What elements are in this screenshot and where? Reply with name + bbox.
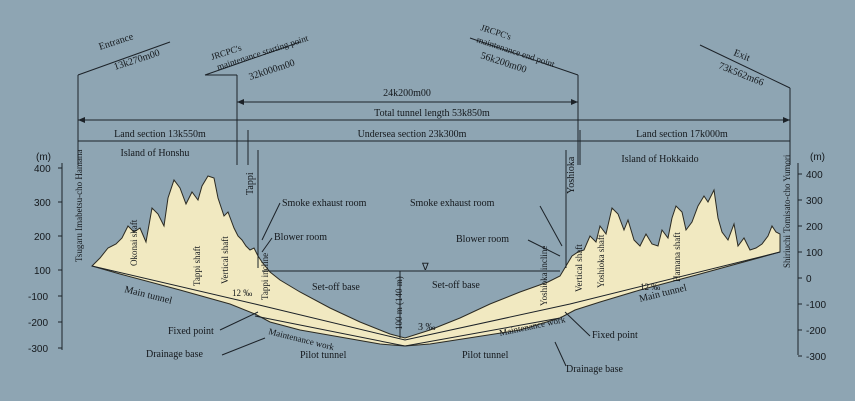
start-point-pointer (204, 41, 301, 76)
left-place-label: Tsugaru Imabetsu-cho Hamana (74, 150, 84, 262)
pilot-tunnel-line (254, 315, 561, 347)
maintenance-length-label: 24k200m00 (383, 88, 431, 99)
sea-level-mark: ∇ (421, 262, 429, 273)
left-elevation-axis: (m) 400 300 200 100 0 -100 -200 -300 Tsu… (28, 150, 84, 355)
left-tick-400: 400 (34, 164, 51, 175)
drainage-base-right: Drainage base (566, 364, 623, 375)
start-point-km: 32k000m00 (248, 58, 297, 83)
vertical-shaft-yoshioka: Vertical shaft (574, 244, 584, 292)
fixed-point-left: Fixed point (168, 326, 214, 337)
island-honshu-label: Island of Honshu (121, 148, 190, 159)
total-length-label: Total tunnel length 53k850m (374, 108, 490, 119)
left-tick-300: 300 (34, 198, 51, 209)
right-place-label: Shiriuchi Tomisato-cho Yumori (782, 154, 792, 268)
left-tick-100: 100 (34, 266, 51, 277)
maintenance-length-dimension: 24k200m00 (237, 88, 578, 105)
set-off-base-right: Set-off base (432, 280, 480, 291)
main-tunnel-left: Main tunnel (123, 284, 173, 306)
set-off-base-left: Set-off base (312, 282, 360, 293)
top-pointers (77, 37, 791, 165)
end-point-pointer (469, 37, 579, 76)
right-elevation-axis: (m) 400 300 200 100 0 -100 -200 -300 Shi… (782, 152, 826, 363)
entrance-pointer (77, 41, 171, 76)
total-length-dimension: Total tunnel length 53k850m (78, 108, 790, 123)
vertical-shaft-tappi: Vertical shaft (220, 236, 230, 284)
section-dimensions: Land section 13k550m Undersea section 23… (78, 129, 790, 165)
right-tick-400: 400 (806, 170, 823, 181)
left-tick-m300: -300 (28, 344, 48, 355)
terrain-cross-section (91, 175, 781, 347)
station-yoshioka: Yoshioka (566, 156, 577, 194)
yoshioka-incline: Yoshioka incline (539, 246, 549, 306)
land-section-honshu: Land section 13k550m (114, 129, 206, 140)
main-tunnel-line (91, 251, 781, 341)
yoshioka-shaft: Yoshioka shaft (596, 234, 606, 288)
smoke-exhaust-left: Smoke exhaust room (282, 198, 367, 209)
fixed-point-right: Fixed point (592, 330, 638, 341)
right-tick-m200: -200 (806, 326, 826, 337)
island-hokkaido-label: Island of Hokkaido (621, 154, 698, 165)
blower-room-right: Blower room (456, 234, 509, 245)
center-depth-label: 100 m (140 m) (394, 276, 404, 330)
smoke-exhaust-right: Smoke exhaust room (410, 198, 495, 209)
undersea-section: Undersea section 23k300m (358, 129, 467, 140)
right-tick-100: 100 (806, 248, 823, 259)
exit-pointer (699, 44, 791, 89)
land-section-hokkaido: Land section 17k000m (636, 129, 728, 140)
left-tick-m200: -200 (28, 318, 48, 329)
left-tick-m100: -100 (28, 292, 48, 303)
right-axis-unit: (m) (810, 152, 825, 163)
right-tick-0: 0 (806, 274, 812, 285)
right-tick-300: 300 (806, 196, 823, 207)
pilot-tunnel-right: Pilot tunnel (462, 350, 509, 361)
drainage-base-left: Drainage base (146, 349, 203, 360)
grade-right: 12 ‰ (640, 282, 660, 292)
right-tick-200: 200 (806, 222, 823, 233)
grade-center: 3 ‰ (418, 322, 436, 333)
entrance-label: Entrance (98, 31, 136, 53)
station-tappi: Tappi (245, 172, 256, 195)
entrance-km: 13k270m00 (113, 48, 162, 73)
tappi-incline: Tappi incline (260, 253, 270, 300)
blower-room-left: Blower room (274, 232, 327, 243)
shaft-okonai: Okonai shaft (129, 219, 139, 266)
left-axis-unit: (m) (36, 152, 51, 163)
left-tick-200: 200 (34, 232, 51, 243)
right-tick-m100: -100 (806, 300, 826, 311)
tappi-shaft: Tappi shaft (192, 245, 202, 286)
hamana-shaft: Hamana shaft (672, 232, 682, 282)
pilot-tunnel-left: Pilot tunnel (300, 350, 347, 361)
right-tick-m300: -300 (806, 352, 826, 363)
grade-left: 12 ‰ (232, 288, 252, 298)
